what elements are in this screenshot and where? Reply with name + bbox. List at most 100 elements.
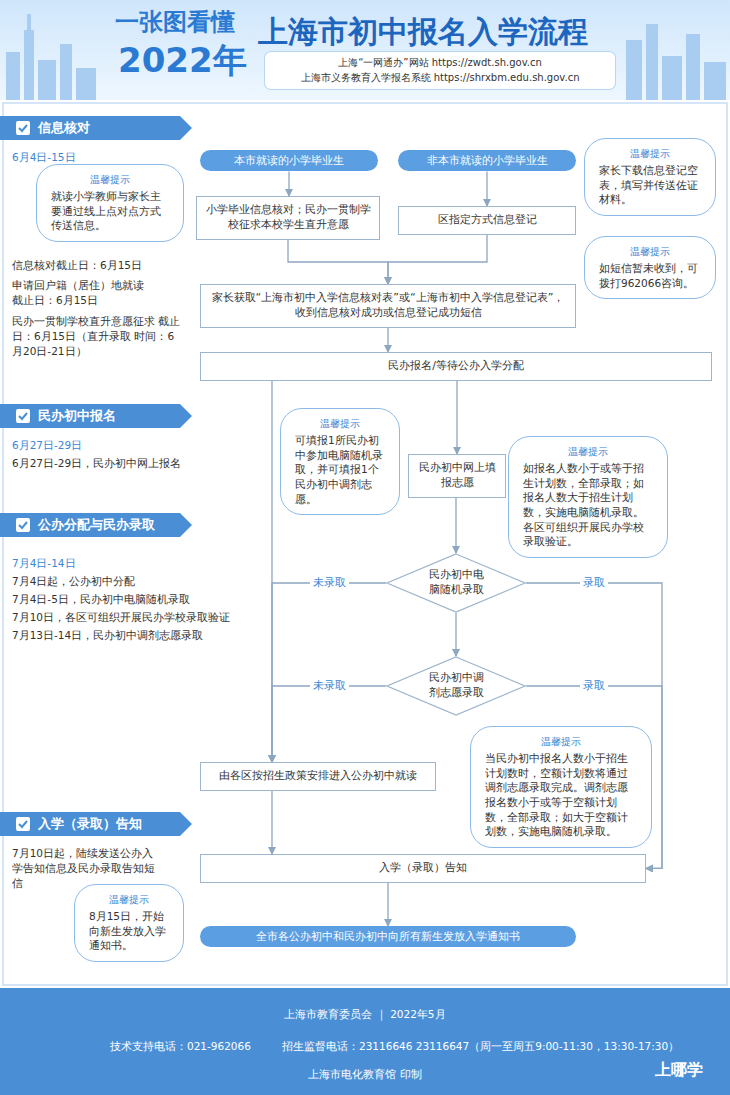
check-stroke <box>19 522 27 528</box>
connector <box>455 613 456 656</box>
node-text: 区指定方式信息登记 <box>407 213 567 228</box>
node-text: 信息核对 <box>38 119 90 137</box>
tip-heading: 温馨提示 <box>599 245 701 259</box>
tip-callout: 温馨提示当民办初中报名人数小于招生计划数时，空额计划数将通过调剂志愿录取完成。调… <box>470 726 652 848</box>
tip-heading: 温馨提示 <box>599 147 701 161</box>
node-text: 民办初中网上填报志愿 <box>417 461 497 491</box>
edge-label: 录取 <box>580 576 608 590</box>
terminal-pill: 非本市就读的小学毕业生 <box>398 150 576 171</box>
node-text: 入学（录取）告知 <box>209 861 637 876</box>
footer-band <box>0 988 730 1095</box>
schedule-note: 信息核对截止日：6月15日 <box>12 258 194 273</box>
check-mark <box>16 817 30 831</box>
connector <box>456 381 457 454</box>
link-box: 上海“一网通办”网站 https://zwdt.sh.gov.cn上海市义务教育… <box>265 52 615 89</box>
tip-body: 家长下载信息登记空表，填写并传送佐证材料。 <box>599 163 701 207</box>
tip-callout: 温馨提示如报名人数小于或等于招生计划数，全部录取；如报名人数大于招生计划数，实施… <box>508 436 668 558</box>
tip-heading: 温馨提示 <box>485 735 637 749</box>
tip-body: 可填报1所民办初中参加电脑随机录取，并可填报1个民办初中调剂志愿。 <box>295 433 385 506</box>
node-text: 民办初中调剂志愿录取 <box>427 671 485 701</box>
section-tab: 信息核对 <box>0 116 192 140</box>
edge-label: 录取 <box>580 679 608 693</box>
watermark: 上哪学 <box>655 1060 703 1081</box>
tip-body: 8月15日，开始向新生发放入学通知书。 <box>89 909 169 953</box>
schedule-note: 7月13日-14日，民办初中调剂志愿录取 <box>12 628 262 643</box>
node-text: 本市就读的小学毕业生 <box>210 153 368 168</box>
header-title: 一张图看懂 <box>115 6 235 38</box>
schedule-note: 7月4日起，公办初中分配 <box>12 574 262 589</box>
tip-body: 如报名人数小于或等于招生计划数，全部录取；如报名人数大于招生计划数，实施电脑随机… <box>523 461 653 549</box>
section-tab: 公办分配与民办录取 <box>0 513 192 537</box>
node-text: 公办分配与民办录取 <box>38 516 155 534</box>
date-label: 6月27日-29日 <box>12 438 262 453</box>
node-text: 民办初中报名 <box>38 407 116 425</box>
check-icon <box>16 817 30 831</box>
footer-text: 上海市电化教育馆 印制 <box>0 1068 730 1082</box>
decision-diamond: 民办初中电脑随机录取 <box>386 553 526 613</box>
node-text: 家长获取“上海市初中入学信息核对表”或“上海市初中入学信息登记表”，收到信息核对… <box>209 291 567 321</box>
diamond-shape <box>387 554 525 612</box>
node-text: 入学（录取）告知 <box>38 815 142 833</box>
section-tab: 民办初中报名 <box>0 404 192 428</box>
check-mark <box>16 518 30 532</box>
connector <box>288 240 388 284</box>
edge-label: 未录取 <box>310 679 349 693</box>
header-title: 上海市初中报名入学流程 <box>258 12 588 53</box>
schedule-note: 7月10日起，陆续发送公办入学告知信息及民办录取告知短信 <box>12 846 162 892</box>
section-tab: 入学（录取）告知 <box>0 812 192 836</box>
diamond-shape <box>387 657 525 715</box>
connector <box>455 498 456 553</box>
schedule-note: 申请回户籍（居住）地就读 截止日：6月15日 <box>12 278 152 308</box>
tip-callout: 温馨提示如短信暂未收到，可拨打962066咨询。 <box>584 236 716 299</box>
tip-callout: 温馨提示 8月15日，开始向新生发放入学通知书。 <box>74 884 184 962</box>
tip-heading: 温馨提示 <box>295 417 385 431</box>
connector <box>272 583 386 762</box>
process-box: 入学（录取）告知 <box>200 854 646 883</box>
node-text: 上海市义务教育入学报名系统 https://shrxbm.edu.sh.gov.… <box>275 71 605 86</box>
tip-body: 当民办初中报名人数小于招生计划数时，空额计划数将通过调剂志愿录取完成。调剂志愿报… <box>485 751 637 839</box>
footer-text: 上海市教育委员会 ｜ 2022年5月 <box>0 1008 730 1022</box>
terminal-pill: 本市就读的小学毕业生 <box>200 150 378 171</box>
tip-heading: 温馨提示 <box>523 445 653 459</box>
check-icon <box>16 518 30 532</box>
node-text: 全市各公办初中和民办初中向所有新生发放入学通知书 <box>210 929 566 944</box>
check-stroke <box>19 413 27 419</box>
process-box: 民办报名/等待公办入学分配 <box>200 352 712 381</box>
check-mark <box>16 409 30 423</box>
connector <box>486 171 487 206</box>
node-text: 小学毕业信息核对；民办一贯制学校征求本校学生直升意愿 <box>205 203 371 233</box>
content-frame <box>3 103 727 985</box>
connector <box>387 328 388 352</box>
check-icon <box>16 121 30 135</box>
schedule-note: 7月4日-5日，民办初中电脑随机录取 <box>12 592 262 607</box>
header-title: 2022年 <box>118 38 247 84</box>
process-box: 小学毕业信息核对；民办一贯制学校征求本校学生直升意愿 <box>196 196 380 240</box>
decision-diamond: 民办初中调剂志愿录取 <box>386 656 526 716</box>
node-text: 上海“一网通办”网站 https://zwdt.sh.gov.cn <box>275 56 605 71</box>
check-stroke <box>19 125 27 131</box>
tip-callout: 温馨提示家长下载信息登记空表，填写并传送佐证材料。 <box>584 138 716 216</box>
check-mark <box>16 121 30 135</box>
edge-label: 未录取 <box>310 576 349 590</box>
check-stroke <box>19 821 27 827</box>
schedule-note: 6月27日-29日，民办初中网上报名 <box>12 456 262 471</box>
date-label: 6月4日-15日 <box>12 150 76 165</box>
node-text: 民办报名/等待公办入学分配 <box>209 359 703 374</box>
connector <box>388 235 487 284</box>
tip-body: 如短信暂未收到，可拨打962066咨询。 <box>599 261 701 290</box>
process-box: 区指定方式信息登记 <box>398 206 576 235</box>
connector <box>288 171 289 196</box>
process-box: 家长获取“上海市初中入学信息核对表”或“上海市初中入学信息登记表”，收到信息核对… <box>200 284 576 328</box>
terminal-pill: 全市各公办初中和民办初中向所有新生发放入学通知书 <box>200 926 576 947</box>
tip-heading: 温馨提示 <box>89 893 169 907</box>
node-text: 由各区按招生政策安排进入公办初中就读 <box>209 769 427 784</box>
date-label: 7月4日-14日 <box>12 556 262 571</box>
connector <box>272 686 386 762</box>
header-band <box>0 0 730 100</box>
schedule-note: 民办一贯制学校直升意愿征求 截止日：6月15日（直升录取 时间：6月20日-21… <box>12 314 184 360</box>
tip-callout: 温馨提示可填报1所民办初中参加电脑随机录取，并可填报1个民办初中调剂志愿。 <box>280 408 400 515</box>
connector <box>387 883 388 926</box>
tip-heading: 温馨提示 <box>51 173 169 187</box>
process-box: 民办初中网上填报志愿 <box>408 454 506 498</box>
footer-text: 技术支持电话：021-962066 <box>110 1040 251 1054</box>
